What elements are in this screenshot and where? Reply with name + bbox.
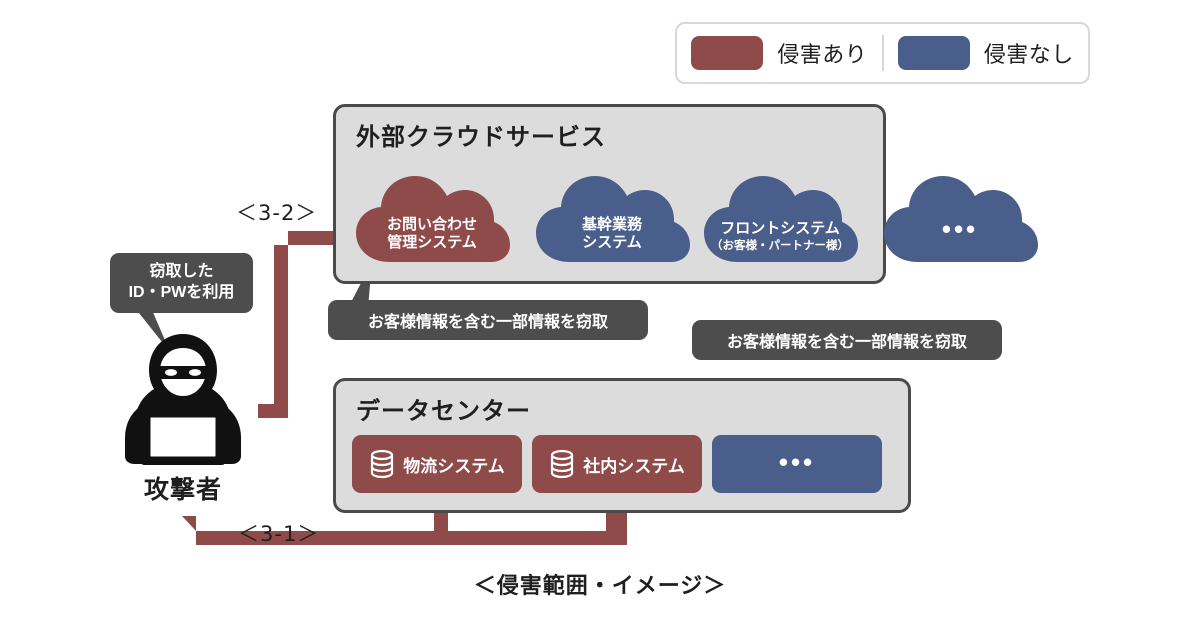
callout-text: お客様情報を含む一部情報を窃取 — [367, 314, 608, 331]
callout-datacenter-data-theft: お客様情報を含む一部情報を窃取 — [692, 320, 1002, 360]
datacenter-system-label: 物流システム — [403, 456, 505, 476]
hacker-icon — [125, 334, 241, 465]
diagram-caption: ＜侵害範囲・イメージ＞ — [473, 573, 727, 598]
cloud-label-line2: 管理システム — [387, 234, 477, 252]
datacenter-panel-title: データセンター — [356, 398, 531, 425]
cloud-label-line1: 基幹業務 — [581, 215, 642, 233]
legend-label-breached: 侵害あり — [777, 42, 868, 67]
cloud-label-line2: システム — [582, 234, 642, 252]
callout-tail-attacker — [135, 308, 170, 352]
cloud-label-group: フロントシステム （お客様・パートナー様） — [700, 170, 860, 270]
legend-label-safe: 侵害なし — [983, 42, 1074, 67]
database-icon — [371, 449, 394, 479]
cloud-label-line1: お問い合わせ — [386, 215, 477, 233]
cloud-shape-icon — [704, 176, 858, 262]
attacker-label: 攻撃者 — [143, 476, 222, 504]
color-swatch-icon — [897, 36, 970, 70]
datacenter-system-internal[interactable]: 社内システム — [532, 435, 702, 493]
legend-item-safe: 侵害なし — [884, 36, 1089, 70]
ellipsis-label: ••• — [778, 447, 816, 477]
legend-item-breached: 侵害あり — [677, 36, 882, 70]
step-label-3-2: ＜3-2＞ — [236, 201, 318, 225]
cloud-label-group: 基幹業務 システム — [532, 170, 692, 270]
datacenter-system-label: 社内システム — [583, 456, 685, 476]
color-swatch-icon — [691, 36, 764, 70]
cloud-service-core-business[interactable]: 基幹業務 システム — [532, 170, 692, 270]
cloud-service-inquiry-management[interactable]: お問い合わせ 管理システム — [352, 170, 512, 270]
cloud-shape-icon — [884, 176, 1038, 262]
database-icon — [551, 449, 574, 479]
datacenter-system-more[interactable]: ••• — [712, 435, 882, 493]
step-label-3-1: ＜3-1＞ — [238, 522, 320, 546]
callout-text: お客様情報を含む一部情報を窃取 — [726, 334, 967, 351]
callout-text-line2: ID・PWを利用 — [128, 284, 235, 301]
datacenter-system-logistics[interactable]: 物流システム — [352, 435, 522, 493]
cloud-label-group: ••• — [880, 170, 1040, 270]
ellipsis-label: ••• — [941, 214, 979, 244]
cloud-label-group: お問い合わせ 管理システム — [352, 170, 512, 270]
cloud-shape-icon — [536, 176, 690, 262]
cloud-service-front-system[interactable]: フロントシステム （お客様・パートナー様） — [700, 170, 860, 270]
callout-text-line1: 窃取した — [149, 263, 214, 281]
callout-cloud-data-theft: お客様情報を含む一部情報を窃取 — [328, 300, 648, 340]
cloud-label-sub: （お客様・パートナー様） — [711, 239, 849, 252]
cloud-shape-icon — [356, 176, 510, 262]
cloud-panel-title: 外部クラウドサービス — [356, 124, 606, 151]
legend-divider — [881, 35, 884, 71]
cloud-label-line1: フロントシステム — [720, 219, 840, 237]
legend: 侵害あり 侵害なし — [675, 22, 1090, 84]
callout-attacker-method: 窃取した ID・PWを利用 — [110, 253, 253, 313]
cloud-service-more[interactable]: ••• — [880, 170, 1040, 270]
